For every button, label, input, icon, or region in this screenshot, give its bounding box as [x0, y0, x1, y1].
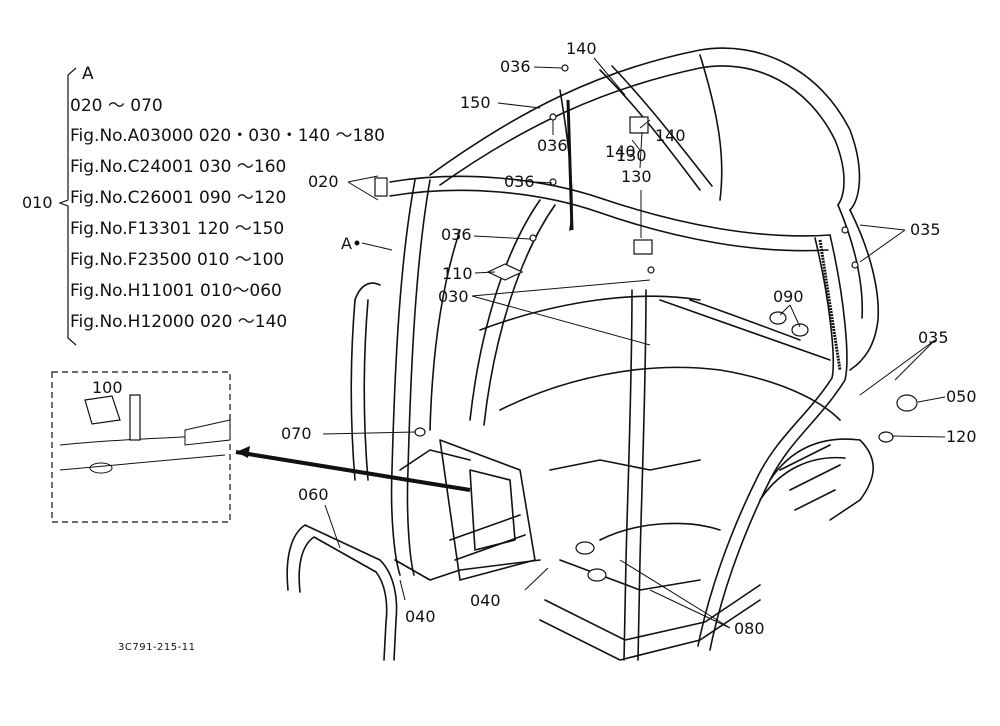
callout-150: 150 [460, 93, 491, 112]
callout-A: A [341, 234, 352, 253]
ref-fig-5: Fig.No.H11001 010～060 [70, 281, 282, 301]
callout-130: 130 [621, 167, 652, 186]
callout-130: 130 [616, 146, 647, 165]
ref-fig-6: Fig.No.H12000 020 ～140 [70, 312, 288, 332]
ref-header: A [82, 64, 94, 84]
part-110-icon [486, 263, 524, 281]
callout-036: 036 [441, 225, 472, 244]
ref-fig-0: Fig.No.A03000 020・030・140 ～180 [70, 126, 385, 146]
callout-036: 036 [500, 57, 531, 76]
ref-range: 020 ～ 070 [70, 96, 163, 116]
ref-fig-4: Fig.No.F23500 010 ～100 [70, 250, 285, 270]
group-label-010: 010 [22, 193, 53, 212]
callout-060: 060 [298, 485, 329, 504]
ref-fig-1: Fig.No.C24001 030 ～160 [70, 157, 287, 177]
arrow-head-icon [236, 446, 250, 458]
callout-140: 140 [655, 126, 686, 145]
callout-140: 140 [566, 39, 597, 58]
small-parts [374, 64, 918, 582]
callout-080: 080 [734, 619, 765, 638]
callout-020: 020 [308, 172, 339, 191]
callout-035: 035 [910, 220, 941, 239]
leader-lines [322, 57, 946, 629]
callout-040: 040 [405, 607, 436, 626]
callout-050: 050 [946, 387, 977, 406]
drawing-code: 3C791-215-11 [118, 642, 196, 653]
point-A-dot [354, 240, 360, 246]
window-strips [566, 99, 842, 371]
ref-fig-2: Fig.No.C26001 090 ～120 [70, 188, 287, 208]
ref-fig-3: Fig.No.F13301 120 ～150 [70, 219, 285, 239]
inset-pointer [235, 450, 471, 492]
cabin-frame-outline [286, 47, 880, 661]
callout-120: 120 [946, 427, 977, 446]
callout-030: 030 [438, 287, 469, 306]
reference-bracket [58, 67, 77, 346]
callout-036: 036 [504, 172, 535, 191]
callout-090: 090 [773, 287, 804, 306]
callout-035: 035 [918, 328, 949, 347]
callout-140: 140 [605, 142, 636, 161]
callout-036: 036 [537, 136, 568, 155]
callout-110: 110 [442, 264, 473, 283]
callout-070: 070 [281, 424, 312, 443]
callout-040: 040 [470, 591, 501, 610]
detail-inset [51, 371, 231, 523]
callout-100: 100 [92, 378, 123, 397]
